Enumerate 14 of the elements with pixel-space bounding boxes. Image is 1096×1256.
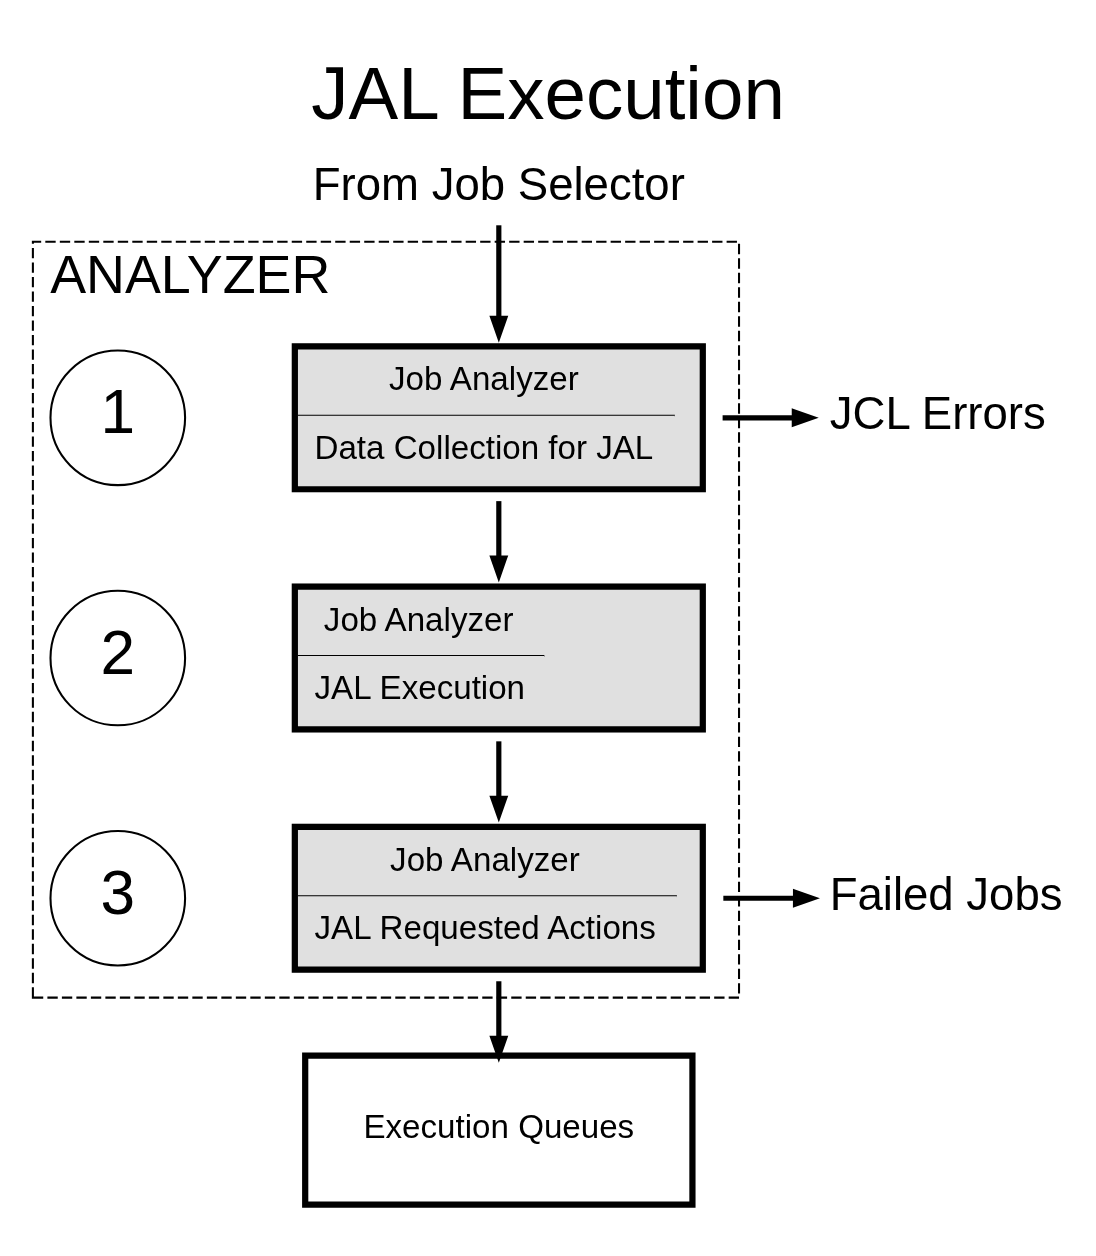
arrow (489, 501, 509, 583)
node-text: JCL Errors (829, 388, 1046, 440)
node-circle: 2 (49, 589, 187, 727)
node-circle: 3 (49, 829, 187, 967)
node-circle: 1 (49, 349, 187, 487)
arrow (489, 741, 509, 823)
arrow (723, 888, 820, 908)
node-box: Execution Queues (302, 1052, 696, 1208)
arrow (489, 225, 509, 343)
node-text: Failed Jobs (829, 868, 1063, 920)
arrow (722, 408, 819, 428)
node-text: From Job Selector (312, 158, 685, 210)
diagram-title: JAL Execution (311, 52, 785, 136)
arrow (489, 981, 509, 1063)
